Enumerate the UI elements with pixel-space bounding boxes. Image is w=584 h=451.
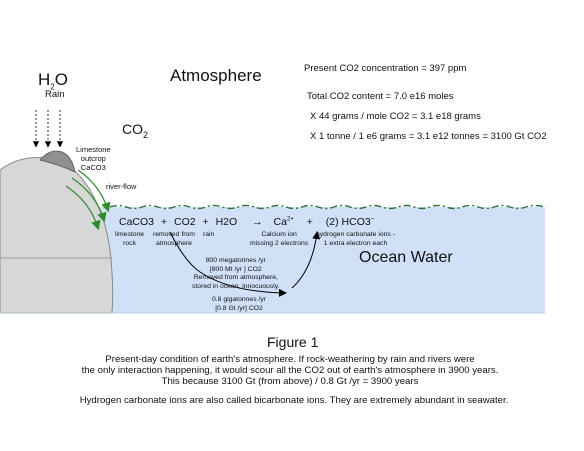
co2-total-tonnes: X 1 tonne / 1 e6 grams = 3.1 e12 tonnes …	[310, 131, 547, 142]
reaction-arrow-up	[291, 231, 321, 289]
hco3-term: (2) HCO3	[325, 216, 371, 228]
flux-lower: 0.8 gigatonnes /yr [0.8 Gt /yr] CO2	[212, 296, 267, 312]
figure-caption: Present-day condition of earth's atmosph…	[60, 354, 520, 388]
caption-line: Present-day condition of earth's atmosph…	[105, 354, 475, 365]
caco3-term: CaCO3	[119, 216, 155, 228]
land-hill	[0, 157, 114, 314]
reaction-arrow-down	[169, 231, 287, 297]
h2o-term: H2O	[215, 216, 238, 228]
figure-title: Figure 1	[267, 334, 319, 350]
limestone-outcrop	[39, 150, 76, 173]
river-flow-arrow	[71, 177, 107, 223]
river-flow-label: river-flow	[106, 182, 137, 191]
co2-total-moles: Total CO2 content = 7.0 e16 moles	[307, 91, 454, 102]
note-hco3: hydrogen carbonate ions -1 extra electro…	[316, 231, 395, 247]
co2-term: CO2	[174, 216, 196, 228]
co2-total-grams: X 44 grams / mole CO2 = 3.1 e18 grams	[310, 111, 481, 122]
caption-line: This because 3100 Gt (from above) / 0.8 …	[161, 376, 419, 388]
h2o-label: H2O	[38, 70, 68, 92]
river-flow-arrow	[65, 185, 101, 231]
ocean-equation: CaCO3 + CO2 + H2O → Ca2+ + (2) HCO3−	[119, 216, 375, 228]
co2-concentration: Present CO2 concentration = 397 ppm	[304, 63, 467, 74]
rain-label: Rain	[45, 89, 65, 100]
limestone-outcrop-label: Limestone outcrop CaCO3	[76, 145, 111, 172]
river-flow-arrow	[77, 169, 111, 213]
co2-label: CO2	[122, 121, 149, 140]
flux-upper: 800 megatonnes /yr [800 Mt /yr ] CO2 Rem…	[192, 257, 280, 290]
calcium-ion-term: Ca	[273, 216, 287, 228]
note-rain: rain	[203, 231, 215, 238]
caption-line: the only interaction happening, it would…	[81, 365, 499, 377]
atmosphere-title: Atmosphere	[170, 66, 262, 85]
reaction-arrow: →	[252, 216, 263, 228]
bicarbonate-note: Hydrogen carbonate ions are also called …	[79, 395, 509, 406]
ocean-water-title: Ocean Water	[359, 249, 453, 266]
ocean-surface-line	[109, 204, 546, 210]
